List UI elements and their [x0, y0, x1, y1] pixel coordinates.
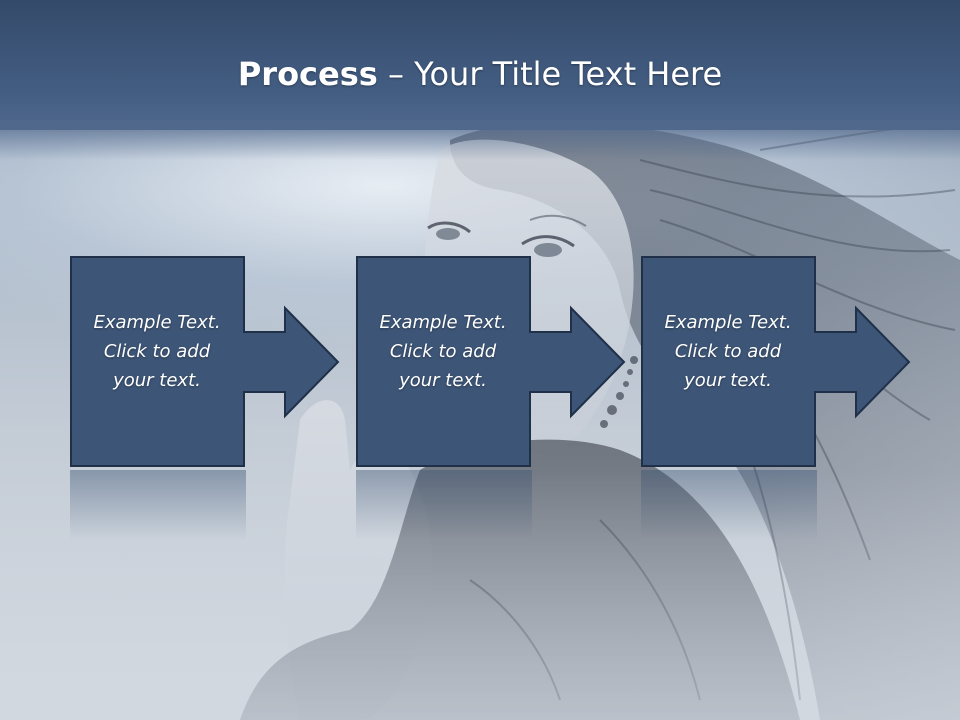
left-eye — [427, 221, 471, 234]
step-reflection-1 — [70, 470, 246, 540]
title-strong: Process — [237, 55, 378, 93]
title-bar-fade — [0, 120, 960, 160]
earring — [600, 356, 638, 428]
step-reflection-3 — [641, 470, 817, 540]
process-step-3[interactable]: Example Text. Click to add your text. — [641, 256, 911, 468]
step-arrow-shape — [641, 256, 911, 467]
title-rest: – Your Title Text Here — [377, 55, 723, 93]
step-text: Example Text. Click to add your text. — [379, 312, 507, 391]
process-step-2[interactable]: Example Text. Click to add your text. — [356, 256, 626, 468]
bottom-fade — [0, 470, 960, 720]
step-text: Example Text. Click to add your text. — [664, 312, 792, 391]
step-arrow-shape — [70, 256, 340, 467]
process-step-1[interactable]: Example Text. Click to add your text. — [70, 256, 340, 468]
step-reflection-2 — [356, 470, 532, 540]
step-text: Example Text. Click to add your text. — [93, 312, 221, 391]
right-eye — [521, 235, 575, 248]
step-arrow-shape — [356, 256, 626, 467]
title-bar — [0, 0, 960, 130]
slide-title[interactable]: Process – Your Title Text Here — [0, 52, 960, 96]
